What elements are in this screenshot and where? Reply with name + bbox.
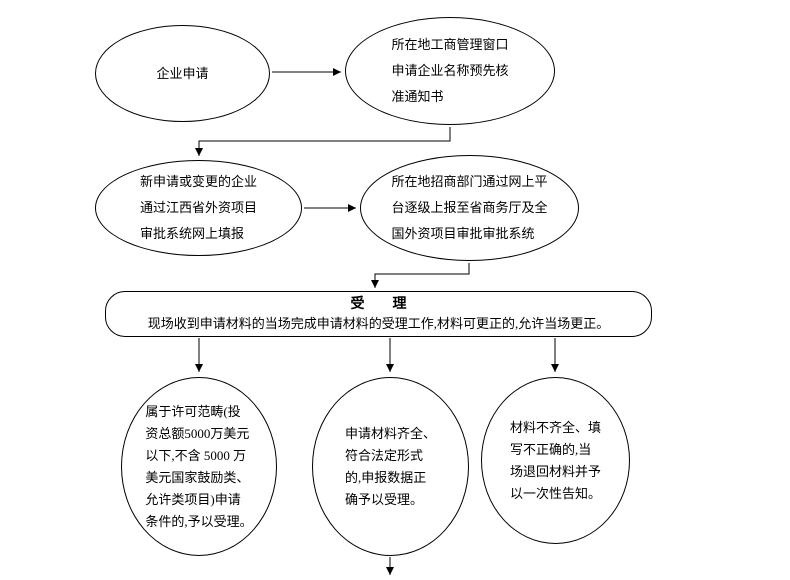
arrow-preapproval-to-online-filing bbox=[195, 127, 451, 156]
node-acceptance-body: 现场收到申请材料的当场完成申请材料的受理工作,材料可更正的,允许当场更正。 bbox=[147, 315, 610, 331]
node-enterprise-application-label: 企业申请 bbox=[156, 65, 209, 81]
node-scope-accepted-label: 属于许可范畴(投 资总额5000万美元 以下,不含 5000 万 美元国家鼓励类… bbox=[145, 403, 253, 529]
node-materials-complete-label: 申请材料齐全、 符合法定形式 的,申报数据正 确予以受理。 bbox=[344, 425, 436, 507]
node-online-filing: 新申请或变更的企业 通过江西省外资项目 审批系统网上填报 bbox=[95, 160, 302, 256]
node-materials-complete: 申请材料齐全、 符合法定形式 的,申报数据正 确予以受理。 bbox=[312, 377, 469, 556]
node-name-preapproval-label: 所在地工商管理窗口 申请企业名称预先核 准通知书 bbox=[391, 37, 509, 104]
node-report-upload-label: 所在地招商部门通过网上平 台逐级上报至省商务厅及全 国外资项目审批审批系统 bbox=[391, 174, 548, 241]
arrow-report-to-acceptance bbox=[371, 263, 470, 288]
node-materials-incomplete: 材料不齐全、填 写不正确的,当 场退回材料并予 以一次性告知。 bbox=[481, 377, 630, 544]
node-acceptance: 受 理 现场收到申请材料的当场完成申请材料的受理工作,材料可更正的,允许当场更正… bbox=[105, 291, 652, 337]
node-materials-incomplete-label: 材料不齐全、填 写不正确的,当 场退回材料并予 以一次性告知。 bbox=[509, 419, 601, 501]
node-acceptance-title: 受 理 bbox=[350, 296, 407, 312]
node-enterprise-application: 企业申请 bbox=[95, 25, 270, 122]
node-report-upload: 所在地招商部门通过网上平 台逐级上报至省商务厅及全 国外资项目审批审批系统 bbox=[360, 155, 579, 261]
node-name-preapproval: 所在地工商管理窗口 申请企业名称预先核 准通知书 bbox=[345, 17, 555, 125]
node-scope-accepted: 属于许可范畴(投 资总额5000万美元 以下,不含 5000 万 美元国家鼓励类… bbox=[121, 377, 277, 556]
node-online-filing-label: 新申请或变更的企业 通过江西省外资项目 审批系统网上填报 bbox=[139, 174, 257, 241]
